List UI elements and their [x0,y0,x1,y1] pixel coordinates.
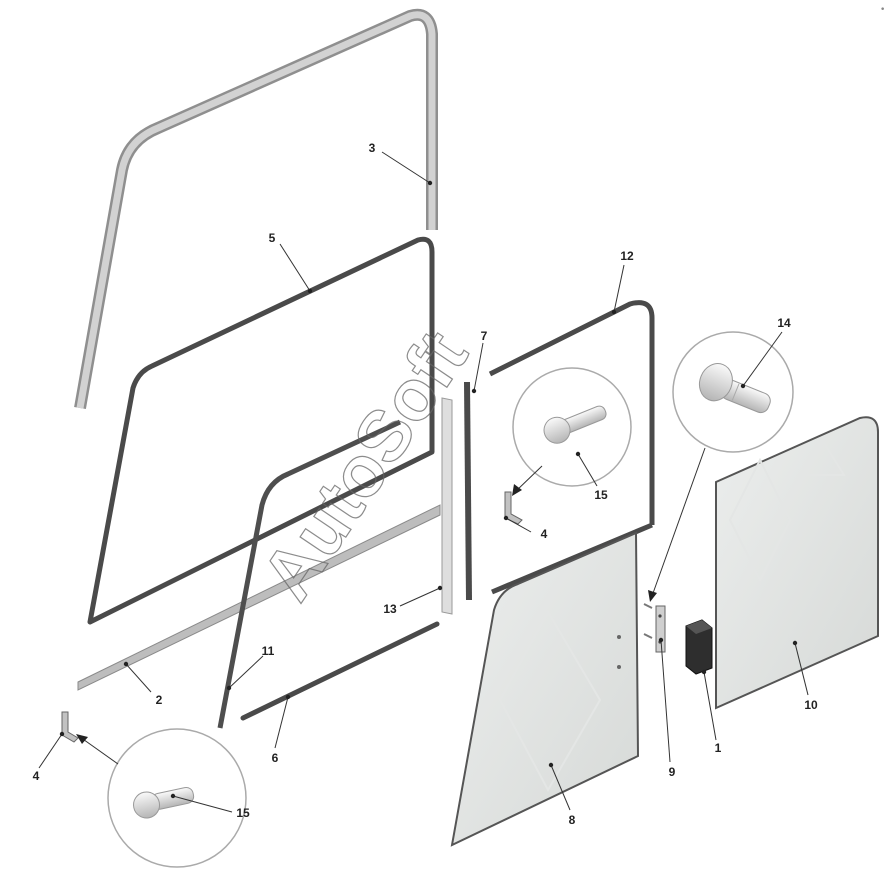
callout-8: 8 [569,813,576,827]
detail-arrows [76,447,706,765]
callout-13: 13 [383,602,397,616]
part-10-side-glass [715,416,879,710]
detail-circle-15-right [512,367,632,487]
corner-mark: • [880,5,885,15]
part-5-window-seal [87,236,435,625]
detail-circle-14 [672,331,794,453]
bolt-icon [698,363,771,414]
part-3-upper-channel [74,8,438,410]
part-13-vertical-post [441,397,453,615]
part-8-door-glass [450,531,640,847]
callout-9: 9 [669,765,676,779]
callout-10: 10 [804,698,818,712]
detail-circle-15-left [107,728,247,868]
callout-leaders [38,151,809,813]
callout-1: 1 [715,741,722,755]
part-6-bottom-strip [240,621,440,721]
part-2-lower-strip [77,504,441,691]
callout-11: 11 [262,644,275,658]
pin-icon [133,787,195,819]
callout-7: 7 [481,329,488,343]
callout-15-right: 15 [594,488,608,502]
callout-6: 6 [272,751,279,765]
pin-icon [543,405,607,444]
part-1-latch-block [685,619,713,675]
part-4-bracket-left [61,711,79,743]
callout-15-left: 15 [236,806,250,820]
callout-2: 2 [156,693,163,707]
callout-5: 5 [269,231,276,245]
part-7-vertical-channel [464,381,472,601]
callout-4-left: 4 [33,769,40,783]
callout-3: 3 [369,141,376,155]
part-12-door-seal [488,300,655,595]
callout-12: 12 [620,249,634,263]
callout-4-right: 4 [541,527,548,541]
callout-14: 14 [777,316,791,330]
part-11-door-frame [217,419,402,729]
callout-labels: 1 2 3 4 4 5 6 7 8 9 10 11 12 13 14 15 15 [33,141,818,827]
